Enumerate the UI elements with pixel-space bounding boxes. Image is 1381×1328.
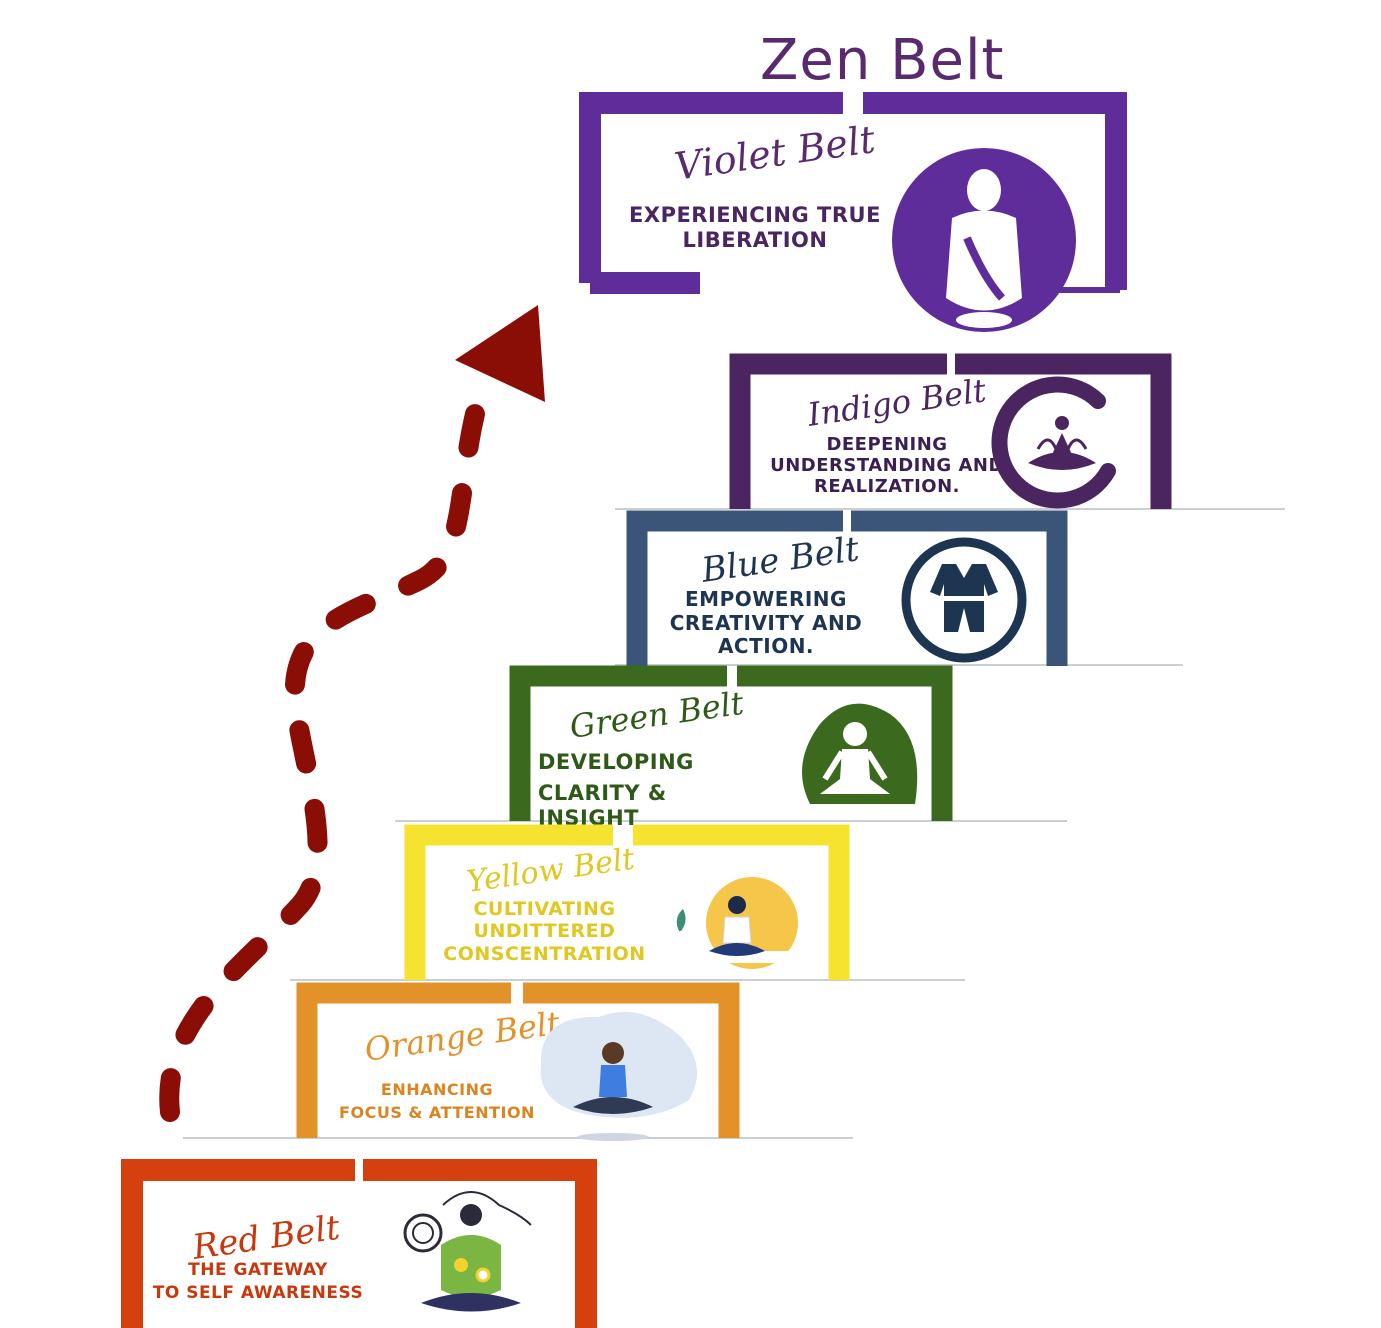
step-ground — [395, 820, 1067, 822]
belt-frame — [296, 982, 740, 1138]
step-ground — [615, 664, 1183, 666]
belt-frame — [404, 824, 850, 980]
step-ground — [615, 508, 1285, 510]
step-ground — [290, 979, 965, 981]
belt-frame — [579, 92, 1127, 294]
flower-meditation-icon — [403, 1191, 532, 1312]
belt-frame — [509, 665, 953, 821]
sunrise-meditation-icon — [667, 877, 807, 969]
belt-frame — [626, 510, 1068, 666]
belt-frame — [121, 1159, 597, 1328]
martial-arts-uniform-icon — [901, 537, 1027, 663]
lotus-meditation-icon — [991, 376, 1116, 509]
belt-frame — [729, 353, 1172, 509]
page-title: Zen Belt — [760, 28, 1005, 93]
step-ground — [183, 1137, 853, 1139]
meditation-silhouette-icon — [802, 703, 918, 804]
woman-meditating-icon — [540, 1011, 697, 1141]
meditating-figure-icon — [892, 148, 1076, 332]
